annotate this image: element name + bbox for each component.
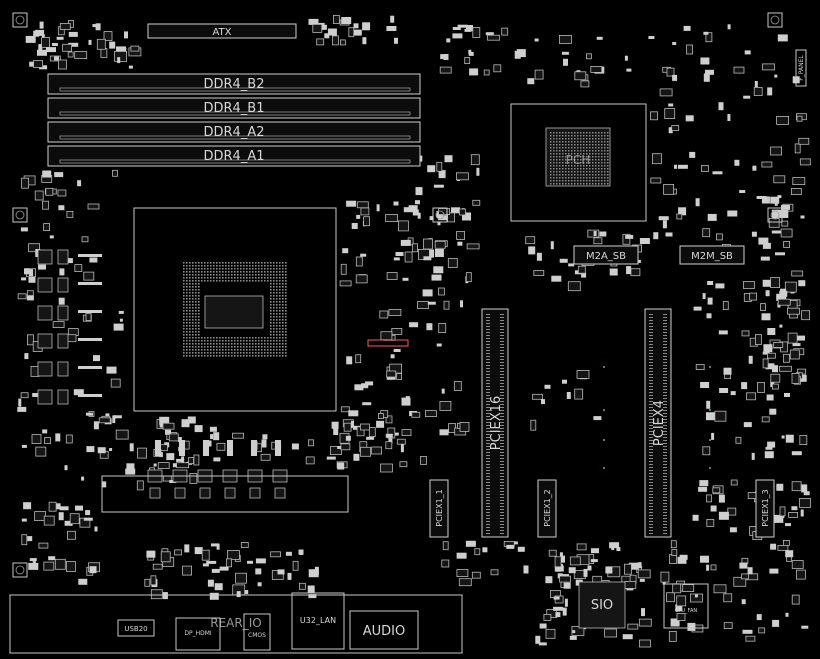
pciex1-3-slot[interactable]: PCIEX1_3 (755, 479, 775, 538)
cpu-socket[interactable] (133, 207, 337, 412)
atx-connector[interactable]: ATX (147, 23, 297, 39)
usb20-label: USB20 (124, 625, 147, 633)
audio-jack[interactable]: AUDIO (349, 610, 419, 650)
ddr4-slot-a1[interactable]: DDR4_A1 (47, 145, 421, 167)
pciex1-1-slot[interactable]: PCIEX1_1 (429, 479, 449, 538)
pciex4-slot[interactable]: PCIEX4 (644, 308, 672, 538)
pch-pin-grid (550, 132, 609, 185)
front-panel-label: F_PANEL (798, 55, 805, 81)
pciex16-slot[interactable]: PCIEX16 (481, 308, 509, 538)
dp-hdmi-label: DP_HDMI (184, 630, 212, 637)
ddr4-a1-label: DDR4_A1 (204, 149, 265, 164)
ddr4-slot-b2[interactable]: DDR4_B2 (47, 73, 421, 95)
ddr4-slot-b1[interactable]: DDR4_B1 (47, 97, 421, 119)
cpu-pin-grid (183, 262, 287, 357)
sio-label: SIO (591, 598, 613, 613)
pciex4-pins (649, 314, 667, 534)
m2m-label: M2M_SB (691, 251, 733, 262)
dp-hdmi-port[interactable]: DP_HDMI (175, 617, 221, 651)
highlight-wire (367, 339, 409, 347)
front-panel-header[interactable]: F_PANEL (795, 49, 807, 87)
vrm-block (101, 475, 349, 513)
cpu-fan-label: CPU_FAN (675, 608, 698, 614)
ddr4-slot-a2[interactable]: DDR4_A2 (47, 121, 421, 143)
cmos-battery[interactable]: CMOS (243, 613, 271, 651)
rear-io-label: REAR_IO (210, 616, 261, 630)
pciex4-label: PCIEX4 (652, 400, 667, 446)
audio-label: AUDIO (363, 624, 406, 639)
pch-chip[interactable]: PCH (510, 103, 647, 222)
pciex1-3-label: PCIEX1_3 (761, 489, 770, 526)
ddr4-b1-label: DDR4_B1 (203, 101, 264, 116)
m2a-connector[interactable]: M2A_SB (573, 245, 639, 265)
pciex1-2-label: PCIEX1_2 (543, 489, 552, 526)
cmos-label: CMOS (248, 632, 266, 639)
pch-label: PCH (566, 153, 591, 167)
pciex1-2-slot[interactable]: PCIEX1_2 (537, 479, 557, 538)
usb20-port[interactable]: USB20 (117, 619, 155, 637)
rear-io-area: REAR_IO (9, 594, 463, 654)
pciex16-pins (486, 314, 504, 534)
small-components-layer (12, 12, 811, 648)
usb-lan-port[interactable]: U32_LAN (291, 592, 345, 650)
cpu-fan-header[interactable]: CPU_FAN (663, 583, 709, 629)
ddr4-b2-label: DDR4_B2 (203, 77, 264, 92)
sio-chip[interactable]: SIO (578, 581, 626, 629)
m2a-label: M2A_SB (586, 251, 626, 262)
pciex1-1-label: PCIEX1_1 (435, 489, 444, 526)
ddr4-a2-label: DDR4_A2 (204, 125, 265, 140)
usb-lan-label: U32_LAN (300, 616, 336, 625)
atx-label: ATX (212, 27, 231, 38)
m2m-connector[interactable]: M2M_SB (679, 245, 745, 265)
pciex16-label: PCIEX16 (489, 396, 504, 450)
